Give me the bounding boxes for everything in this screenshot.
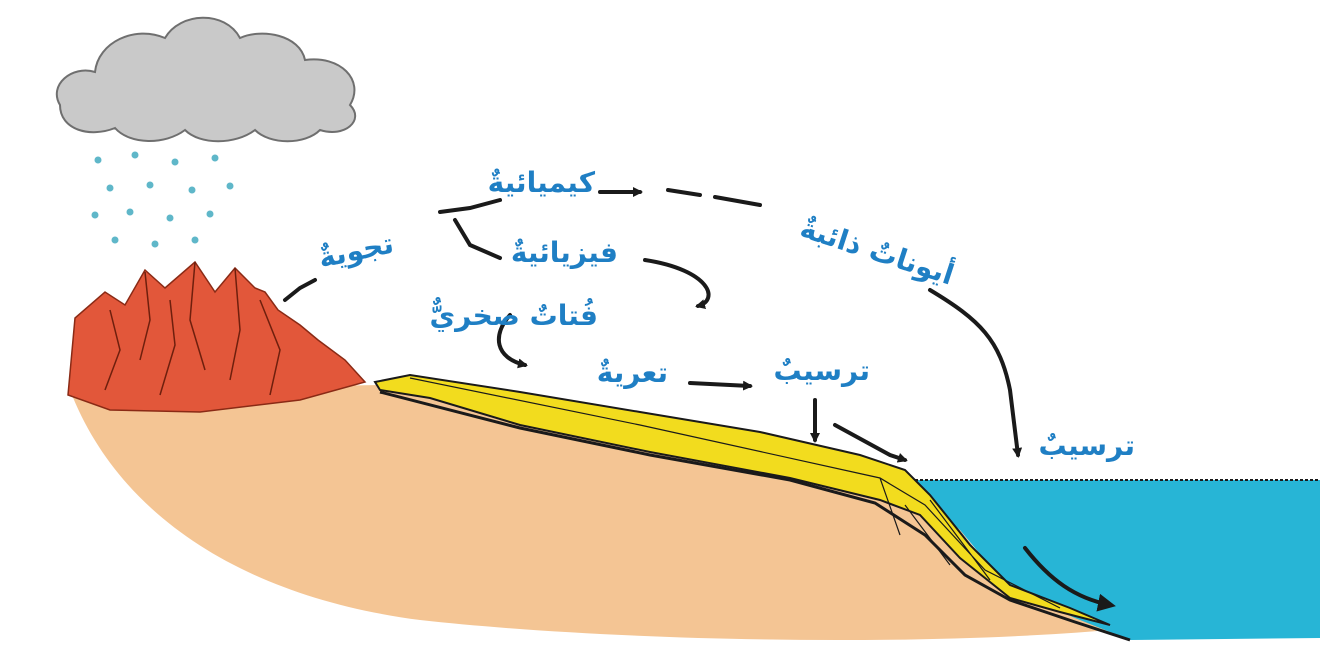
arrow-physical-to-fragments bbox=[645, 260, 709, 306]
rain-drops bbox=[92, 152, 234, 248]
label-deposition-land: ترسيبٌ bbox=[773, 354, 870, 387]
label-chemical: كيميائيةٌ bbox=[488, 166, 596, 199]
arrow-erosion-to-deposition bbox=[690, 383, 750, 386]
arrow-mountain-to-weathering bbox=[285, 280, 315, 300]
label-weathering: تجويةٌ bbox=[315, 227, 396, 275]
label-rock-fragments: فُتاتٌ صخريٌّ bbox=[430, 297, 598, 332]
label-dissolved-ions: أيوناتٌ ذائبةٌ bbox=[796, 209, 958, 292]
arrow-weathering-branch bbox=[440, 200, 500, 258]
cloud bbox=[57, 18, 355, 142]
label-erosion: تعريةٌ bbox=[597, 356, 668, 389]
label-deposition-sea: ترسيبٌ bbox=[1038, 429, 1135, 462]
arrow-ions-to-sea bbox=[930, 290, 1018, 455]
mountain-range bbox=[68, 262, 365, 412]
arrow-ions-dashed bbox=[668, 190, 760, 205]
label-physical: فيزيائيةٌ bbox=[511, 236, 618, 269]
